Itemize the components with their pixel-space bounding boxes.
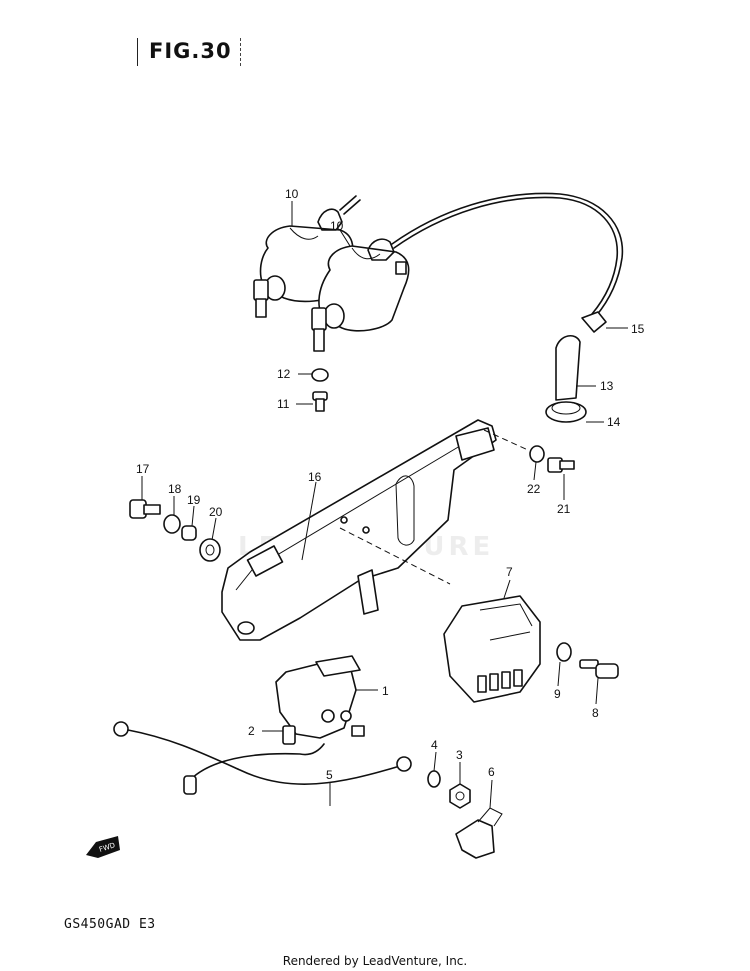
callout-12: 12 bbox=[277, 367, 291, 381]
callout-9: 9 bbox=[554, 687, 561, 701]
screw-2[interactable] bbox=[282, 725, 296, 745]
render-credit: Rendered by LeadVenture, Inc. bbox=[282, 954, 468, 968]
screw-11[interactable] bbox=[312, 391, 328, 412]
washer-22[interactable] bbox=[529, 445, 545, 463]
callout-4: 4 bbox=[431, 738, 438, 752]
washer-18[interactable] bbox=[163, 514, 181, 534]
callout-18: 18 bbox=[168, 482, 182, 496]
ignition-coil-front[interactable] bbox=[311, 238, 410, 352]
high-tension-cord[interactable] bbox=[391, 192, 624, 317]
callout-22: 22 bbox=[527, 482, 541, 496]
callout-15: 15 bbox=[631, 322, 645, 336]
bolt-21[interactable] bbox=[547, 457, 575, 473]
washer-4[interactable] bbox=[427, 770, 441, 788]
mounting-bracket[interactable] bbox=[221, 419, 497, 641]
figure-title-frame bbox=[137, 38, 241, 66]
callout-14: 14 bbox=[607, 415, 621, 429]
regulator-rectifier[interactable] bbox=[443, 595, 541, 703]
callout-10-front: 10 bbox=[330, 219, 344, 233]
callout-6: 6 bbox=[488, 765, 495, 779]
starter-relay[interactable] bbox=[275, 655, 365, 739]
bolt-17[interactable] bbox=[129, 499, 161, 519]
callout-20: 20 bbox=[209, 505, 223, 519]
terminal-cover[interactable] bbox=[455, 807, 503, 859]
callout-1: 1 bbox=[382, 684, 389, 698]
battery-cable[interactable] bbox=[113, 721, 412, 795]
figure-title: FIG.30 bbox=[149, 39, 232, 63]
callout-11: 11 bbox=[277, 397, 290, 411]
callout-3: 3 bbox=[456, 748, 463, 762]
fwd-arrow-icon: FWD bbox=[86, 836, 120, 858]
callout-21: 21 bbox=[557, 502, 571, 516]
model-code: GS450GAD E3 bbox=[64, 917, 156, 932]
collar-19[interactable] bbox=[181, 525, 197, 541]
nut-3[interactable] bbox=[449, 783, 471, 809]
spark-plug-cap[interactable] bbox=[545, 311, 607, 423]
callout-2: 2 bbox=[248, 724, 255, 738]
washer-12[interactable] bbox=[311, 368, 329, 382]
washer-9[interactable] bbox=[556, 642, 572, 662]
callout-19: 19 bbox=[187, 493, 201, 507]
grommet-20[interactable] bbox=[199, 538, 221, 562]
callout-16: 16 bbox=[308, 470, 322, 484]
callout-8: 8 bbox=[592, 706, 599, 720]
callout-13: 13 bbox=[600, 379, 614, 393]
callout-17: 17 bbox=[136, 462, 150, 476]
callout-10-rear: 10 bbox=[285, 187, 299, 201]
callout-5: 5 bbox=[326, 768, 333, 782]
callout-7: 7 bbox=[506, 565, 513, 579]
screw-8[interactable] bbox=[579, 659, 619, 679]
